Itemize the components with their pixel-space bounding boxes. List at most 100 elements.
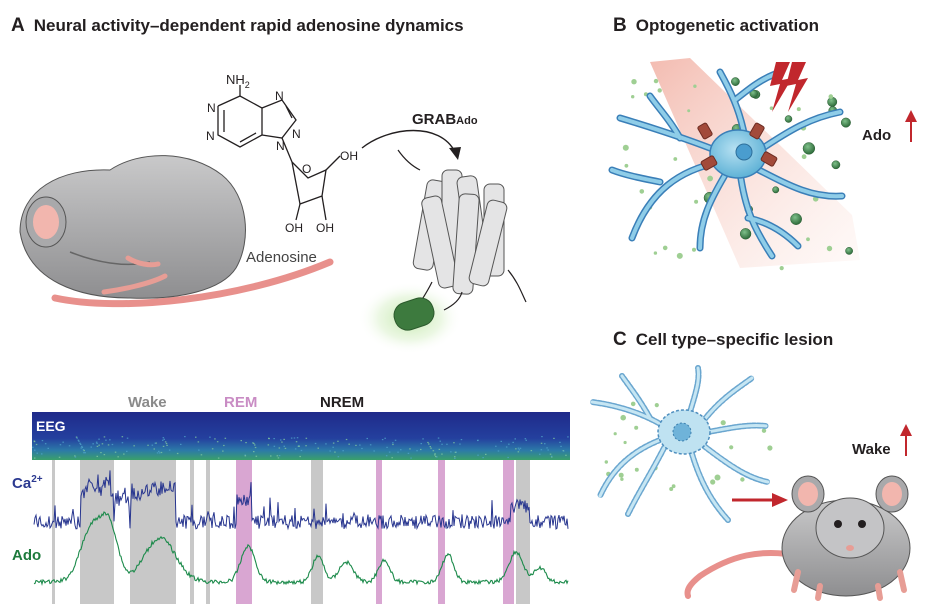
- eeg-speckle-dot: [101, 443, 104, 445]
- eeg-speckle-dot: [420, 443, 422, 445]
- calcium-trace: [33, 470, 569, 531]
- nrem-state-label: NREM: [320, 394, 364, 411]
- panel-b-letter: B: [613, 15, 627, 36]
- wake-band: [190, 460, 194, 604]
- eeg-speckle-dot: [438, 448, 441, 450]
- grab-sensor: [358, 149, 527, 354]
- eeg-speckle-dot: [342, 450, 344, 452]
- eeg-speckle-dot: [41, 440, 44, 442]
- n-atom-1: N: [207, 101, 216, 115]
- eeg-speckle-dot: [78, 440, 80, 442]
- adenosine-particle: [740, 477, 745, 482]
- rem-band: [503, 460, 514, 604]
- eeg-speckle-dot: [428, 443, 430, 445]
- eeg-speckle-dot: [79, 442, 81, 444]
- eeg-speckle-dot: [163, 438, 165, 440]
- eeg-speckle-dot: [197, 441, 200, 443]
- eeg-speckle-dot: [58, 456, 61, 458]
- adenosine-particle: [729, 445, 734, 450]
- eeg-speckle-dot: [517, 447, 520, 449]
- eeg-speckle-dot: [176, 452, 179, 455]
- eeg-speckle-dot: [549, 453, 552, 455]
- sleeping-mouse: [19, 155, 334, 308]
- eeg-speckle-dot: [437, 437, 440, 439]
- eeg-speckle-dot: [98, 438, 100, 440]
- eeg-speckle-dot: [500, 440, 502, 442]
- increase-arrow-icon: [905, 110, 917, 142]
- eeg-speckle-dot: [305, 437, 308, 439]
- eeg-spectrogram-texture: [32, 436, 569, 459]
- eeg-speckle-dot: [385, 455, 388, 457]
- adenosine-particle: [622, 144, 629, 151]
- adenosine-particle: [673, 157, 678, 161]
- adenosine-particle: [634, 467, 639, 472]
- adenosine-particle: [761, 428, 767, 433]
- eeg-speckle-dot: [162, 445, 165, 447]
- eeg-speckle-dot: [75, 436, 78, 438]
- eeg-speckle-dot: [168, 449, 171, 451]
- eeg-speckle-dot: [454, 451, 457, 453]
- eeg-speckle-dot: [482, 457, 484, 459]
- eeg-speckle-dot: [198, 449, 200, 451]
- eeg-speckle-dot: [253, 442, 255, 445]
- eeg-speckle-dot: [317, 447, 319, 449]
- adenosine-particle: [714, 474, 721, 481]
- adenosine-particle: [779, 266, 784, 271]
- eeg-speckle-dot: [453, 442, 455, 444]
- adenosine-particle: [613, 432, 617, 436]
- eeg-speckle-dot: [245, 442, 247, 444]
- wake-state-label: Wake: [128, 394, 167, 411]
- eeg-speckle-dot: [217, 457, 220, 459]
- eeg-speckle-dot: [460, 439, 463, 441]
- eeg-speckle-dot: [450, 451, 452, 453]
- mouse-tail: [51, 258, 334, 308]
- eeg-speckle-dot: [296, 437, 299, 439]
- eeg-speckle-dot: [117, 456, 119, 458]
- eeg-speckle-dot: [273, 445, 276, 447]
- eeg-speckle-dot: [515, 448, 517, 450]
- eeg-speckle-dot: [184, 436, 186, 438]
- eeg-speckle-dot: [524, 438, 527, 440]
- panel-a-heading: Neural activity–dependent rapid adenosin…: [33, 16, 464, 35]
- eeg-speckle-dot: [33, 441, 36, 443]
- eeg-speckle-dot: [154, 442, 157, 444]
- adenosine-particle: [694, 199, 699, 204]
- eeg-speckle-dot: [295, 441, 298, 443]
- eeg-speckle-dot: [98, 444, 100, 446]
- adenosine-particle: [639, 189, 645, 194]
- adenosine-particle: [826, 245, 833, 252]
- eeg-speckle-dot: [123, 453, 125, 455]
- eeg-speckle-dot: [454, 456, 456, 458]
- adenosine-particle: [692, 247, 696, 252]
- eeg-speckle-dot: [553, 437, 555, 439]
- adenosine-particle: [671, 484, 676, 489]
- eeg-speckle-dot: [147, 444, 149, 446]
- eeg-speckle-dot: [62, 441, 64, 443]
- eeg-speckle-dot: [164, 441, 167, 443]
- eeg-speckle-dot: [200, 454, 203, 456]
- eeg-speckle-dot: [81, 446, 84, 449]
- n-atom-5: N: [276, 139, 285, 153]
- eeg-speckle-dot: [165, 442, 168, 445]
- eeg-speckle-dot: [240, 440, 242, 442]
- wake-increase-arrow-icon: [900, 424, 912, 456]
- eeg-speckle-dot: [254, 444, 256, 446]
- eeg-speckle-dot: [162, 437, 165, 439]
- eeg-speckle-dot: [409, 448, 411, 450]
- hydroxyl-1: OH: [340, 149, 358, 163]
- adenosine-particle: [801, 154, 807, 160]
- eeg-speckle-dot: [77, 439, 80, 441]
- adenosine-particle: [802, 142, 816, 155]
- adenosine-particle: [693, 84, 697, 88]
- eeg-speckle-dot: [525, 439, 527, 441]
- eeg-speckle-dot: [277, 457, 280, 459]
- eeg-speckle-dot: [126, 450, 128, 452]
- adenosine-particle: [806, 237, 810, 242]
- eeg-speckle-dot: [432, 450, 435, 452]
- eeg-speckle-dot: [427, 441, 429, 444]
- eeg-speckle-dot: [283, 445, 285, 447]
- eeg-speckle-dot: [166, 444, 168, 446]
- eeg-speckle-dot: [539, 453, 541, 455]
- binding-arrowhead: [449, 147, 461, 160]
- eeg-speckle-dot: [305, 445, 307, 447]
